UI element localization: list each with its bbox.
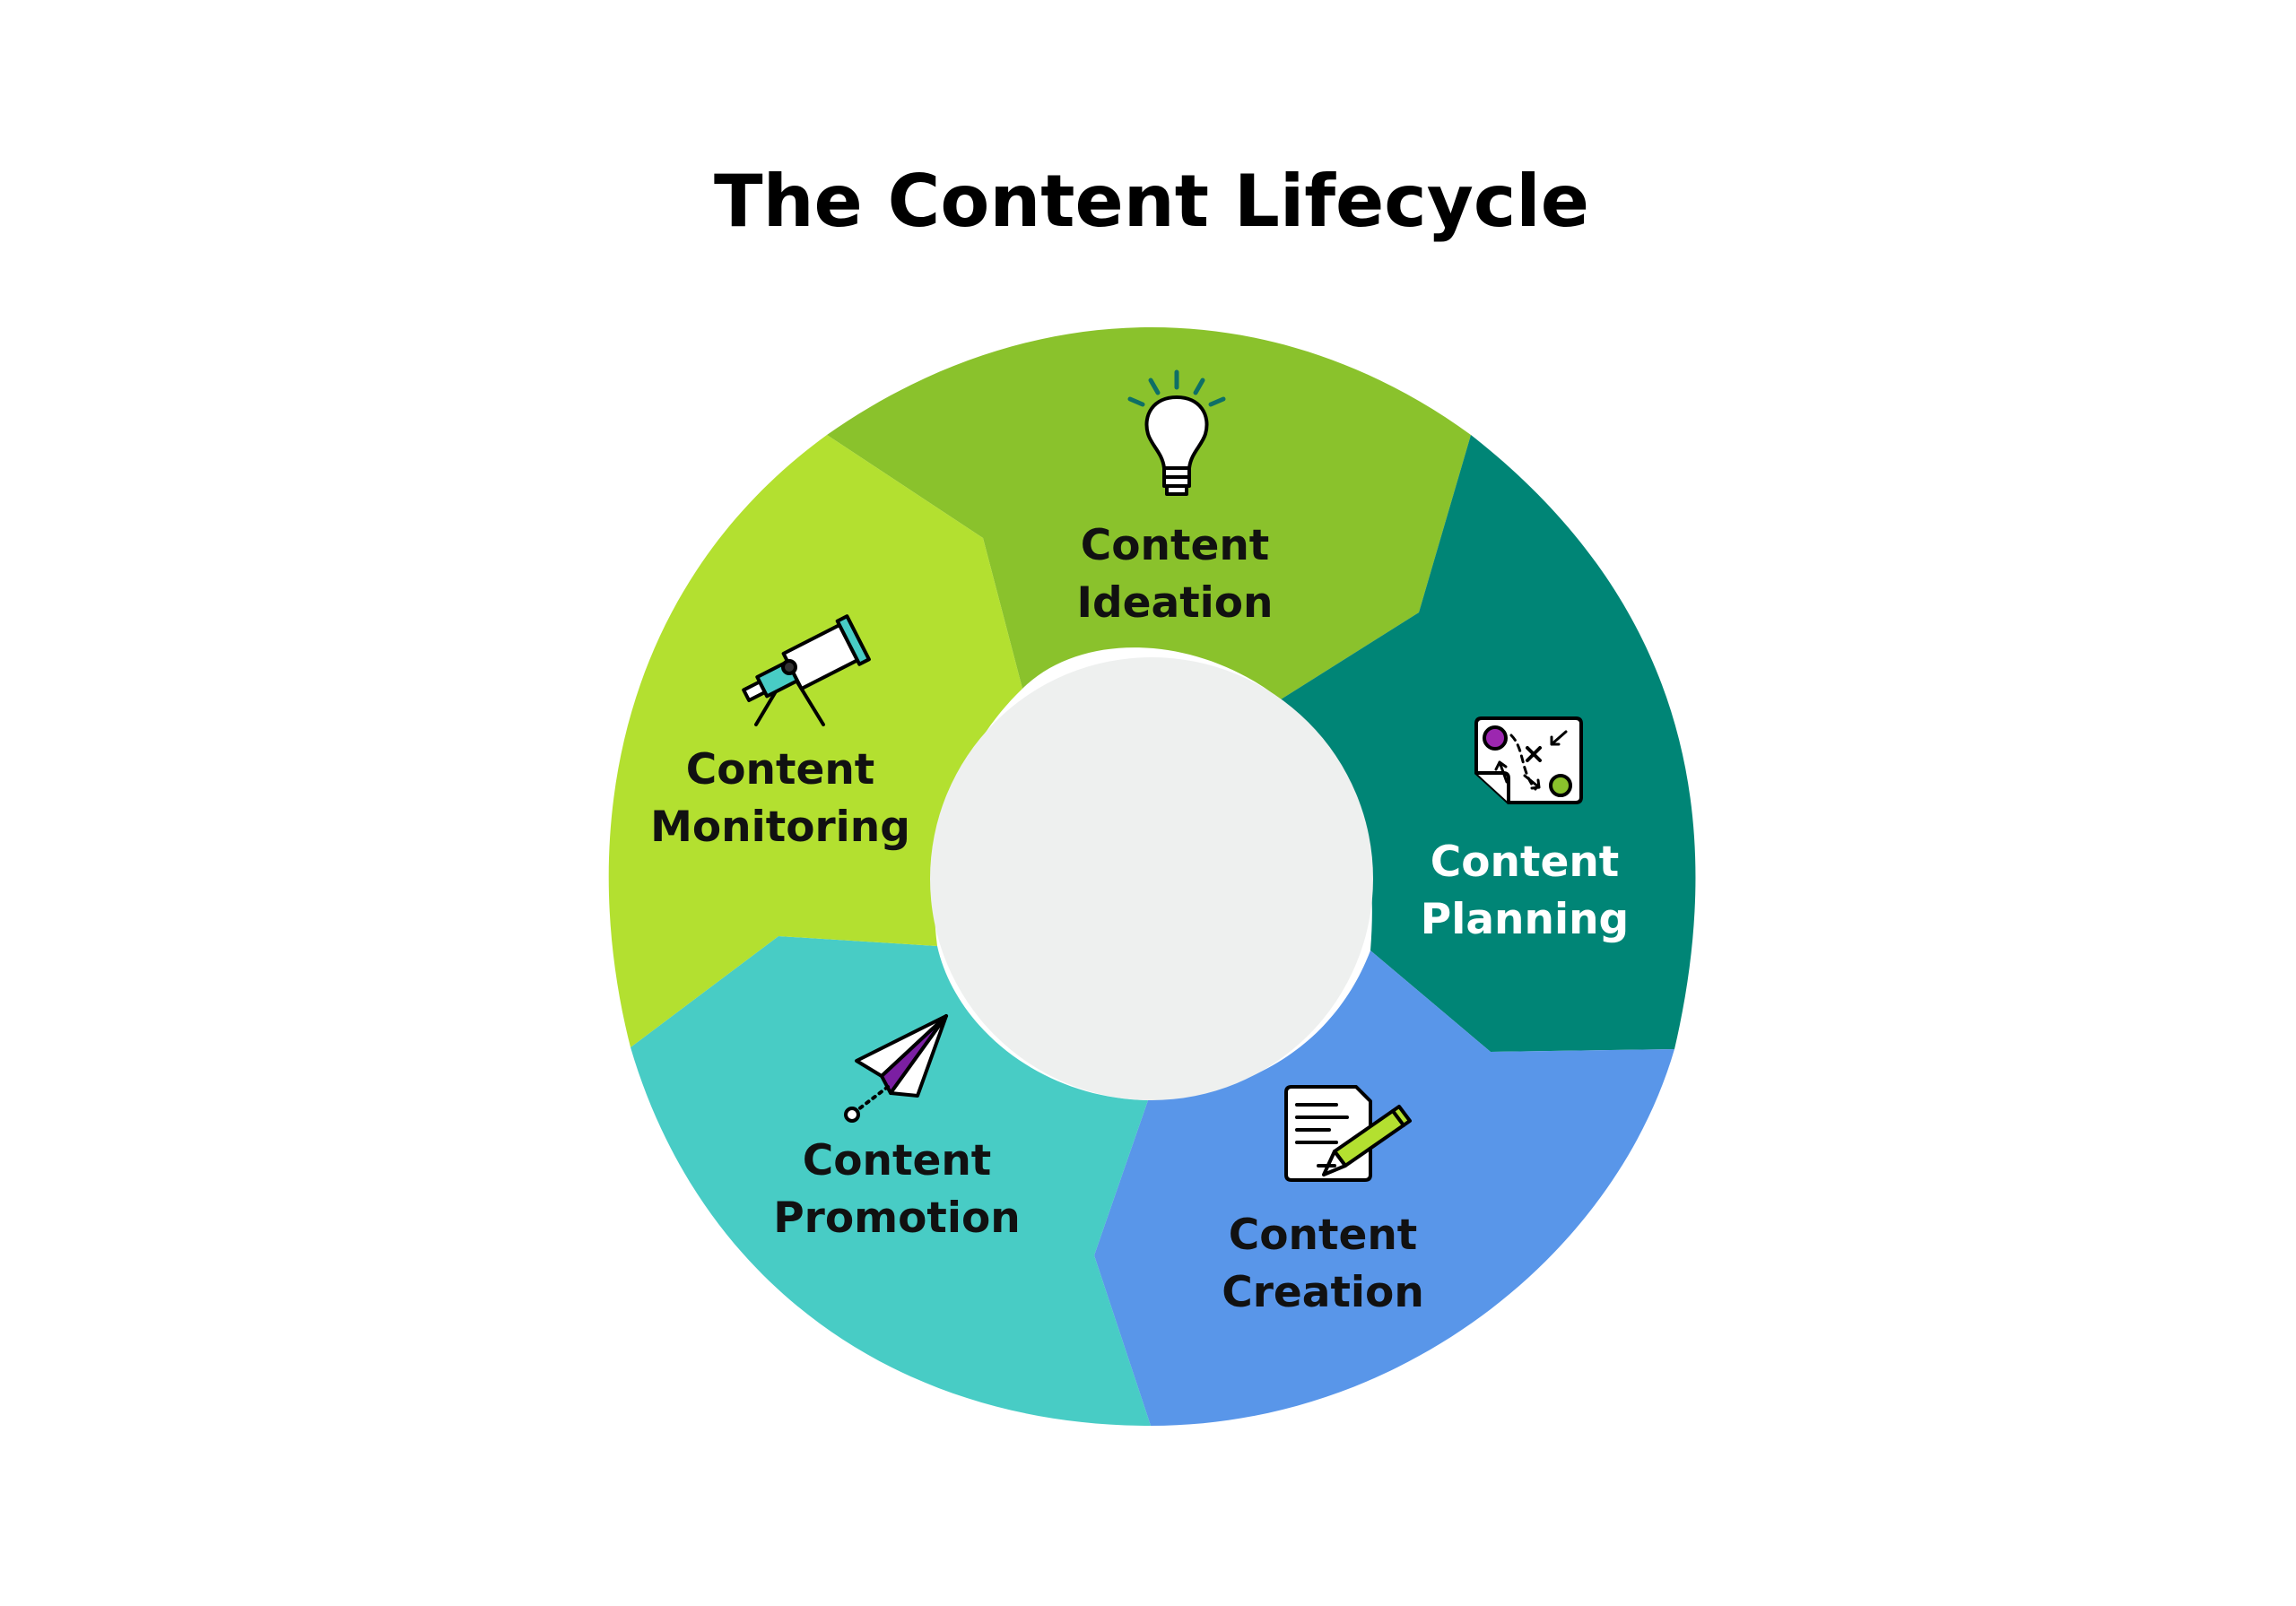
segment-label-creation: Content Creation	[1222, 1211, 1424, 1317]
segment-creation	[1094, 951, 1674, 1426]
segment-label-planning: Content Planning	[1421, 838, 1629, 944]
document-pencil-icon	[1284, 1085, 1412, 1182]
label-line1: Content	[1229, 1211, 1418, 1260]
segment-label-promotion: Content Promotion	[773, 1136, 1021, 1243]
label-line2: Creation	[1222, 1268, 1424, 1317]
label-line1: Content	[803, 1136, 992, 1185]
diagram-title: The Content Lifecycle	[714, 160, 1589, 243]
label-line2: Promotion	[773, 1194, 1021, 1243]
strategy-map-icon	[1474, 716, 1583, 804]
center-circle	[930, 657, 1373, 1100]
segment-monitoring	[608, 435, 1022, 1047]
label-line1: Content	[1081, 521, 1270, 570]
label-line2: Planning	[1421, 895, 1629, 944]
label-line2: Ideation	[1076, 578, 1273, 628]
lifecycle-ring	[608, 327, 1696, 1426]
telescope-icon	[742, 614, 871, 726]
label-line1: Content	[686, 745, 875, 794]
segment-label-monitoring: Content Monitoring	[650, 745, 910, 852]
label-line1: Content	[1431, 838, 1620, 887]
segment-label-ideation: Content Ideation	[1076, 521, 1273, 628]
segment-ideation	[827, 327, 1471, 699]
paper-plane-icon	[844, 1014, 948, 1123]
label-line2: Monitoring	[650, 803, 910, 852]
segment-promotion	[631, 936, 1151, 1426]
lightbulb-icon	[1127, 369, 1226, 496]
